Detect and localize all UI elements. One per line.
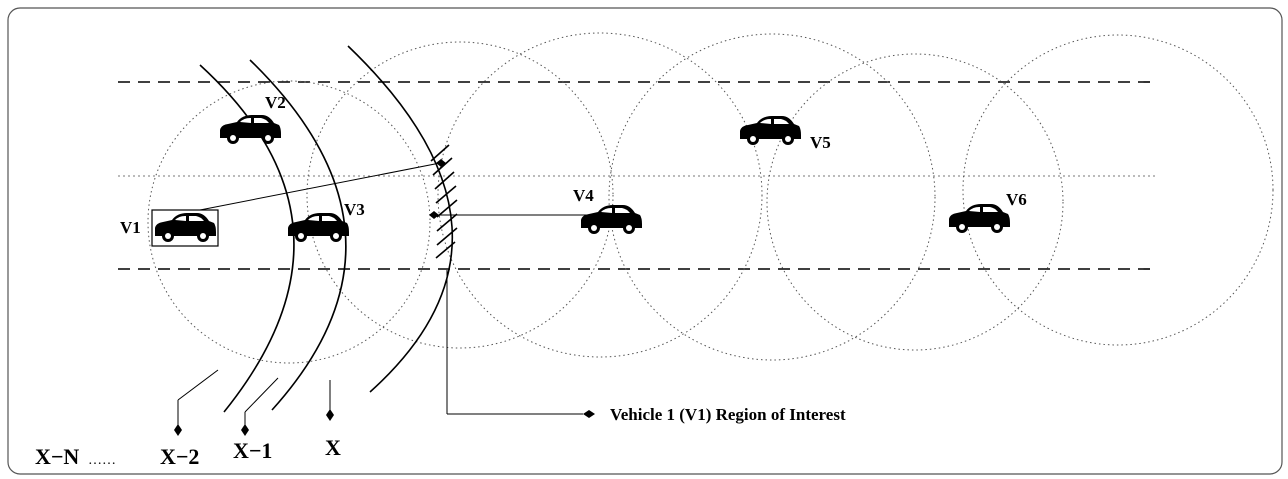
connector-diamond-upper [436, 159, 446, 167]
vehicle-label-v3: V3 [344, 200, 365, 219]
range-circle-v4b [608, 33, 936, 361]
range-circle-v1 [147, 80, 431, 364]
region-of-interest-hatching [430, 144, 458, 259]
leader-diamond-roi [583, 410, 595, 418]
car-icon-v1 [155, 213, 216, 242]
vehicle-label-v2: V2 [265, 93, 286, 112]
region-of-interest-label: Vehicle 1 (V1) Region of Interest [610, 405, 846, 424]
car-icon-v2 [220, 115, 281, 144]
car-icon-v5 [740, 116, 801, 145]
wavefront-arc-x [347, 45, 454, 393]
frame-border [7, 7, 1283, 475]
range-circle-v5 [766, 53, 1064, 351]
wavefront-label-x: X [325, 435, 341, 460]
wavefront-label-x-minus-2: X−2 [160, 444, 199, 469]
wavefront-leaders [177, 270, 583, 428]
vehicle-label-v1: V1 [120, 218, 141, 237]
range-circle-v4 [437, 32, 763, 358]
range-circles [147, 32, 1274, 364]
v1-connector-upper [199, 162, 441, 211]
vehicle-label-v4: V4 [573, 186, 594, 205]
wavefront-ellipsis: …… [88, 453, 116, 468]
car-icon-v3 [288, 213, 349, 242]
connector-diamond-mid [429, 211, 439, 219]
v1-highlight-box [151, 209, 219, 247]
car-icon-v6 [949, 204, 1010, 233]
vehicle-label-v5: V5 [810, 133, 831, 152]
wavefront-label-x-minus-1: X−1 [233, 438, 272, 463]
wavefront-label-x-minus-n: X−N [35, 444, 79, 469]
range-circle-v3 [306, 41, 614, 349]
range-circle-v6 [962, 34, 1274, 346]
leader-diamond-x-minus-1 [241, 424, 249, 436]
leader-diamond-x [326, 409, 334, 421]
vehicle-label-v6: V6 [1006, 190, 1027, 209]
car-icon-v4 [581, 205, 642, 234]
leader-diamond-x-minus-2 [174, 424, 182, 436]
